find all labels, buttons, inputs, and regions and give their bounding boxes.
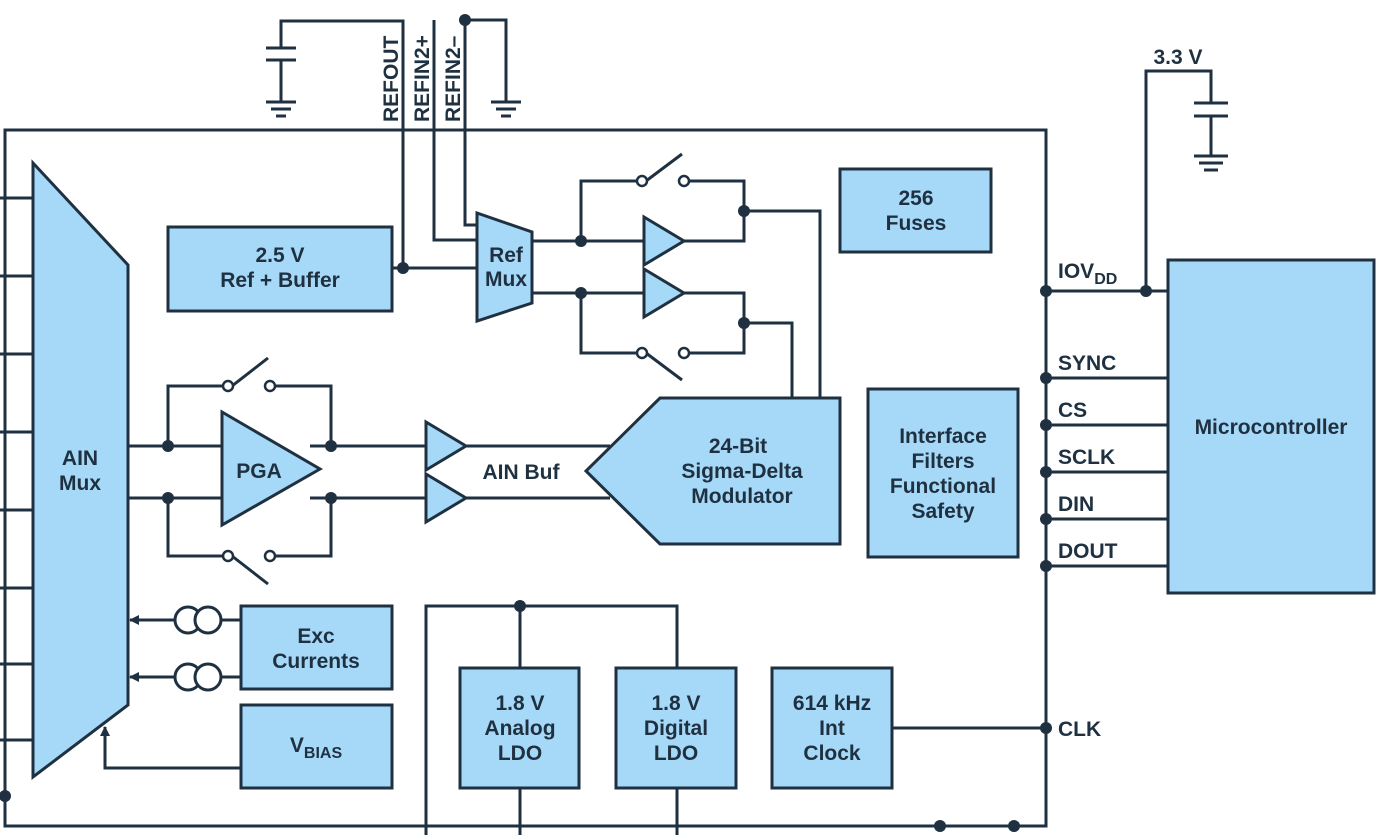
ref-mux-line2: Mux (485, 268, 527, 291)
refin2p-label: REFIN2+ (411, 35, 434, 122)
exc-currents-line1: Exc (297, 625, 335, 648)
ref-mux-line1: Ref (489, 244, 524, 267)
int-clock-block (770, 666, 894, 790)
ain-buf-bottom (424, 471, 469, 525)
excitation-wiring (100, 605, 241, 770)
ain-mux-line2: Mux (59, 472, 101, 495)
vbias-block (239, 703, 394, 790)
ain-mux-block (31, 159, 130, 781)
fuses-line1: 256 (898, 187, 933, 210)
microcontroller-block (1166, 258, 1376, 595)
modulator-line3: Modulator (691, 485, 792, 508)
interface-line1: Interface (899, 425, 987, 448)
modulator-block (583, 396, 842, 546)
analog-ldo-line1: 1.8 V (495, 692, 544, 715)
dout-label: DOUT (1058, 540, 1118, 563)
refout-node (397, 262, 409, 274)
modulator-line2: Sigma-Delta (681, 460, 803, 483)
interface-line3: Functional (890, 475, 996, 498)
clk-label: CLK (1058, 718, 1101, 741)
digital-ldo-line1: 1.8 V (651, 692, 700, 715)
iovdd-label: IOVDD (1058, 260, 1117, 288)
interface-line2: Filters (911, 450, 974, 473)
refout-label: REFOUT (380, 36, 403, 123)
fuses-block (838, 167, 993, 254)
analog-ldo-line2: Analog (484, 717, 555, 740)
ref-buffer-block (166, 225, 394, 313)
fuses-line2: Fuses (886, 212, 947, 235)
pga-label: PGA (236, 460, 282, 483)
din-label: DIN (1058, 493, 1094, 516)
analog-ldo-block (458, 666, 581, 790)
ref-mux-block (475, 210, 534, 324)
interface-line4: Safety (911, 500, 974, 523)
refin2m-label: REFIN2– (442, 35, 465, 122)
refin-node (459, 14, 471, 26)
digital-interface-wiring (892, 285, 1168, 734)
cs-label: CS (1058, 399, 1087, 422)
ain-buf-top (424, 419, 469, 473)
reference-buffers (532, 152, 822, 398)
signal-wiring (128, 356, 610, 586)
modulator-line1: 24-Bit (709, 435, 767, 458)
supply-wiring (1144, 69, 1228, 291)
ldo-wiring (424, 600, 1020, 835)
digital-ldo-block (614, 666, 738, 790)
ref-buffer-line2: Ref + Buffer (220, 269, 340, 292)
ref-buffer-line1: 2.5 V (255, 244, 304, 267)
pga-block (220, 409, 324, 528)
ain-buf-label: AIN Buf (483, 461, 561, 484)
sclk-label: SCLK (1058, 446, 1115, 469)
digital-ldo-line3: LDO (654, 742, 698, 765)
exc-currents-line2: Currents (272, 650, 360, 673)
vbias-label: VBIAS (290, 734, 343, 762)
microcontroller-label: Microcontroller (1195, 416, 1348, 439)
int-clock-line1: 614 kHz (793, 692, 871, 715)
int-clock-line2: Int (819, 717, 845, 740)
digital-ldo-line2: Digital (644, 717, 708, 740)
exc-currents-block (239, 604, 394, 691)
sync-label: SYNC (1058, 352, 1116, 375)
int-clock-line3: Clock (803, 742, 861, 765)
ain-input-pins (0, 196, 33, 802)
ain-mux-line1: AIN (62, 447, 98, 470)
supply-label: 3.3 V (1153, 46, 1202, 69)
reference-wiring (266, 14, 521, 274)
analog-ldo-line3: LDO (498, 742, 542, 765)
interface-block (866, 387, 1020, 559)
